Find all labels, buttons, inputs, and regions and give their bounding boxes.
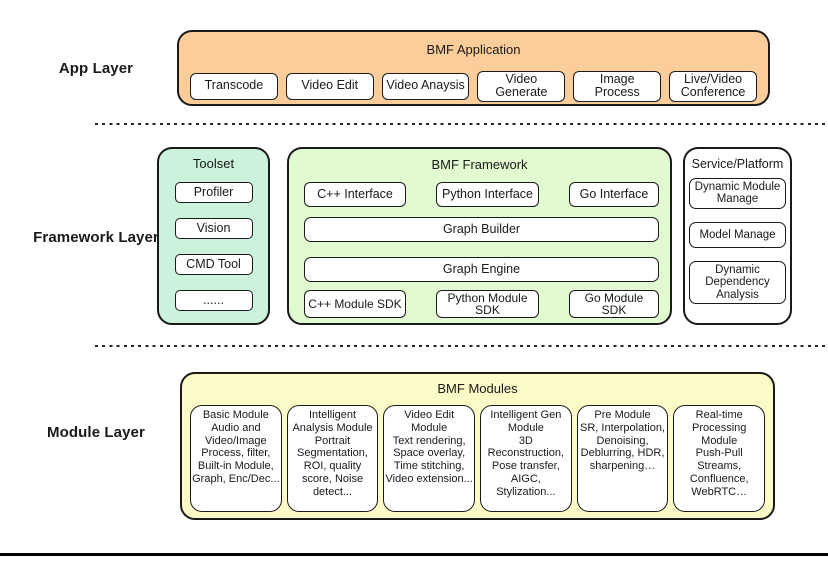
module-name: Pre Module bbox=[594, 409, 651, 421]
app-layer-title: BMF Application bbox=[426, 42, 521, 57]
intelligent-gen-module-cell: Intelligent Gen Module 3D Reconstruction… bbox=[480, 405, 572, 512]
framework-layer-label: Framework Layer bbox=[33, 229, 159, 246]
go-module-sdk: Go Module SDK bbox=[569, 290, 659, 318]
toolset-title: Toolset bbox=[192, 156, 235, 171]
layer-separator-top bbox=[95, 123, 825, 126]
toolset-item-cmd-tool: CMD Tool bbox=[174, 254, 253, 275]
app-item-live-video-conference: Live/Video Conference bbox=[669, 70, 757, 102]
dynamic-module-manage: Dynamic Module Manage bbox=[689, 178, 786, 209]
app-item-video-generate: Video Generate bbox=[477, 70, 566, 102]
app-item-video-edit: Video Edit bbox=[285, 72, 374, 100]
app-items-row: Transcode Video Edit Video Anaysis Video… bbox=[190, 70, 757, 102]
module-name: Video Edit Module bbox=[404, 409, 455, 434]
module-desc: SR, Interpolation, Denoising, Deblurring… bbox=[580, 421, 666, 472]
app-layer-label: App Layer bbox=[58, 60, 134, 77]
python-interface: Python Interface bbox=[436, 182, 539, 207]
module-desc: Push-Pull Streams, Confluence, WebRTC… bbox=[689, 447, 749, 498]
go-interface: Go Interface bbox=[569, 182, 659, 207]
python-module-sdk: Python Module SDK bbox=[436, 290, 539, 318]
bottom-rule bbox=[0, 553, 828, 556]
bmf-framework-container: BMF Framework C++ Interface Python Inter… bbox=[287, 147, 672, 325]
module-name: Intelligent Analysis Module bbox=[292, 409, 373, 434]
graph-builder-bar: Graph Builder bbox=[304, 217, 659, 242]
service-platform-container: Service/Platform Dynamic Module Manage M… bbox=[683, 147, 792, 325]
app-item-video-analysis: Video Anaysis bbox=[381, 72, 470, 100]
module-desc: Text rendering, Space overlay, Time stit… bbox=[385, 434, 473, 485]
module-desc: 3D Reconstruction, Pose transfer, AIGC, … bbox=[487, 434, 565, 498]
realtime-processing-module-cell: Real-time Processing Module Push-Pull St… bbox=[673, 405, 766, 512]
pre-module-cell: Pre Module SR, Interpolation, Denoising,… bbox=[576, 405, 669, 512]
app-layer-container: BMF Application Transcode Video Edit Vid… bbox=[177, 30, 770, 106]
cpp-interface: C++ Interface bbox=[304, 182, 406, 207]
module-name: Basic Module bbox=[202, 409, 269, 421]
dynamic-dependency-analysis: Dynamic Dependency Analysis bbox=[689, 260, 786, 305]
module-desc: Portrait Segmentation, ROI, quality scor… bbox=[297, 434, 368, 498]
intelligent-analysis-module-cell: Intelligent Analysis Module Portrait Seg… bbox=[286, 405, 379, 512]
toolset-container: Toolset Profiler Vision CMD Tool ...... bbox=[157, 147, 270, 325]
sdks-row: C++ Module SDK Python Module SDK Go Modu… bbox=[304, 290, 659, 318]
interfaces-row: C++ Interface Python Interface Go Interf… bbox=[304, 182, 659, 207]
video-edit-module-cell: Video Edit Module Text rendering, Space … bbox=[383, 405, 476, 512]
toolset-items: Profiler Vision CMD Tool ...... bbox=[159, 182, 268, 311]
modules-row: Basic Module Audio and Video/Image Proce… bbox=[190, 405, 766, 512]
app-item-transcode: Transcode bbox=[190, 72, 278, 100]
module-name: Real-time Processing Module bbox=[691, 409, 747, 447]
cpp-module-sdk: C++ Module SDK bbox=[304, 290, 406, 318]
module-layer-label: Module Layer bbox=[47, 424, 145, 441]
module-layer-container: BMF Modules Basic Module Audio and Video… bbox=[180, 372, 775, 520]
app-item-image-process: Image Process bbox=[573, 70, 662, 102]
bmf-framework-title: BMF Framework bbox=[431, 157, 528, 172]
toolset-item-vision: Vision bbox=[174, 218, 253, 239]
service-items: Dynamic Module Manage Model Manage Dynam… bbox=[685, 178, 790, 305]
basic-module-cell: Basic Module Audio and Video/Image Proce… bbox=[190, 405, 282, 512]
model-manage: Model Manage bbox=[689, 221, 786, 248]
toolset-item-more: ...... bbox=[174, 290, 253, 311]
module-desc: Audio and Video/Image Process, filter, B… bbox=[192, 421, 280, 485]
bmf-modules-title: BMF Modules bbox=[437, 381, 518, 396]
service-platform-title: Service/Platform bbox=[691, 157, 784, 171]
graph-engine-bar: Graph Engine bbox=[304, 257, 659, 282]
toolset-item-profiler: Profiler bbox=[174, 182, 253, 203]
module-name: Intelligent Gen Module bbox=[490, 409, 562, 434]
layer-separator-bottom bbox=[95, 345, 825, 348]
